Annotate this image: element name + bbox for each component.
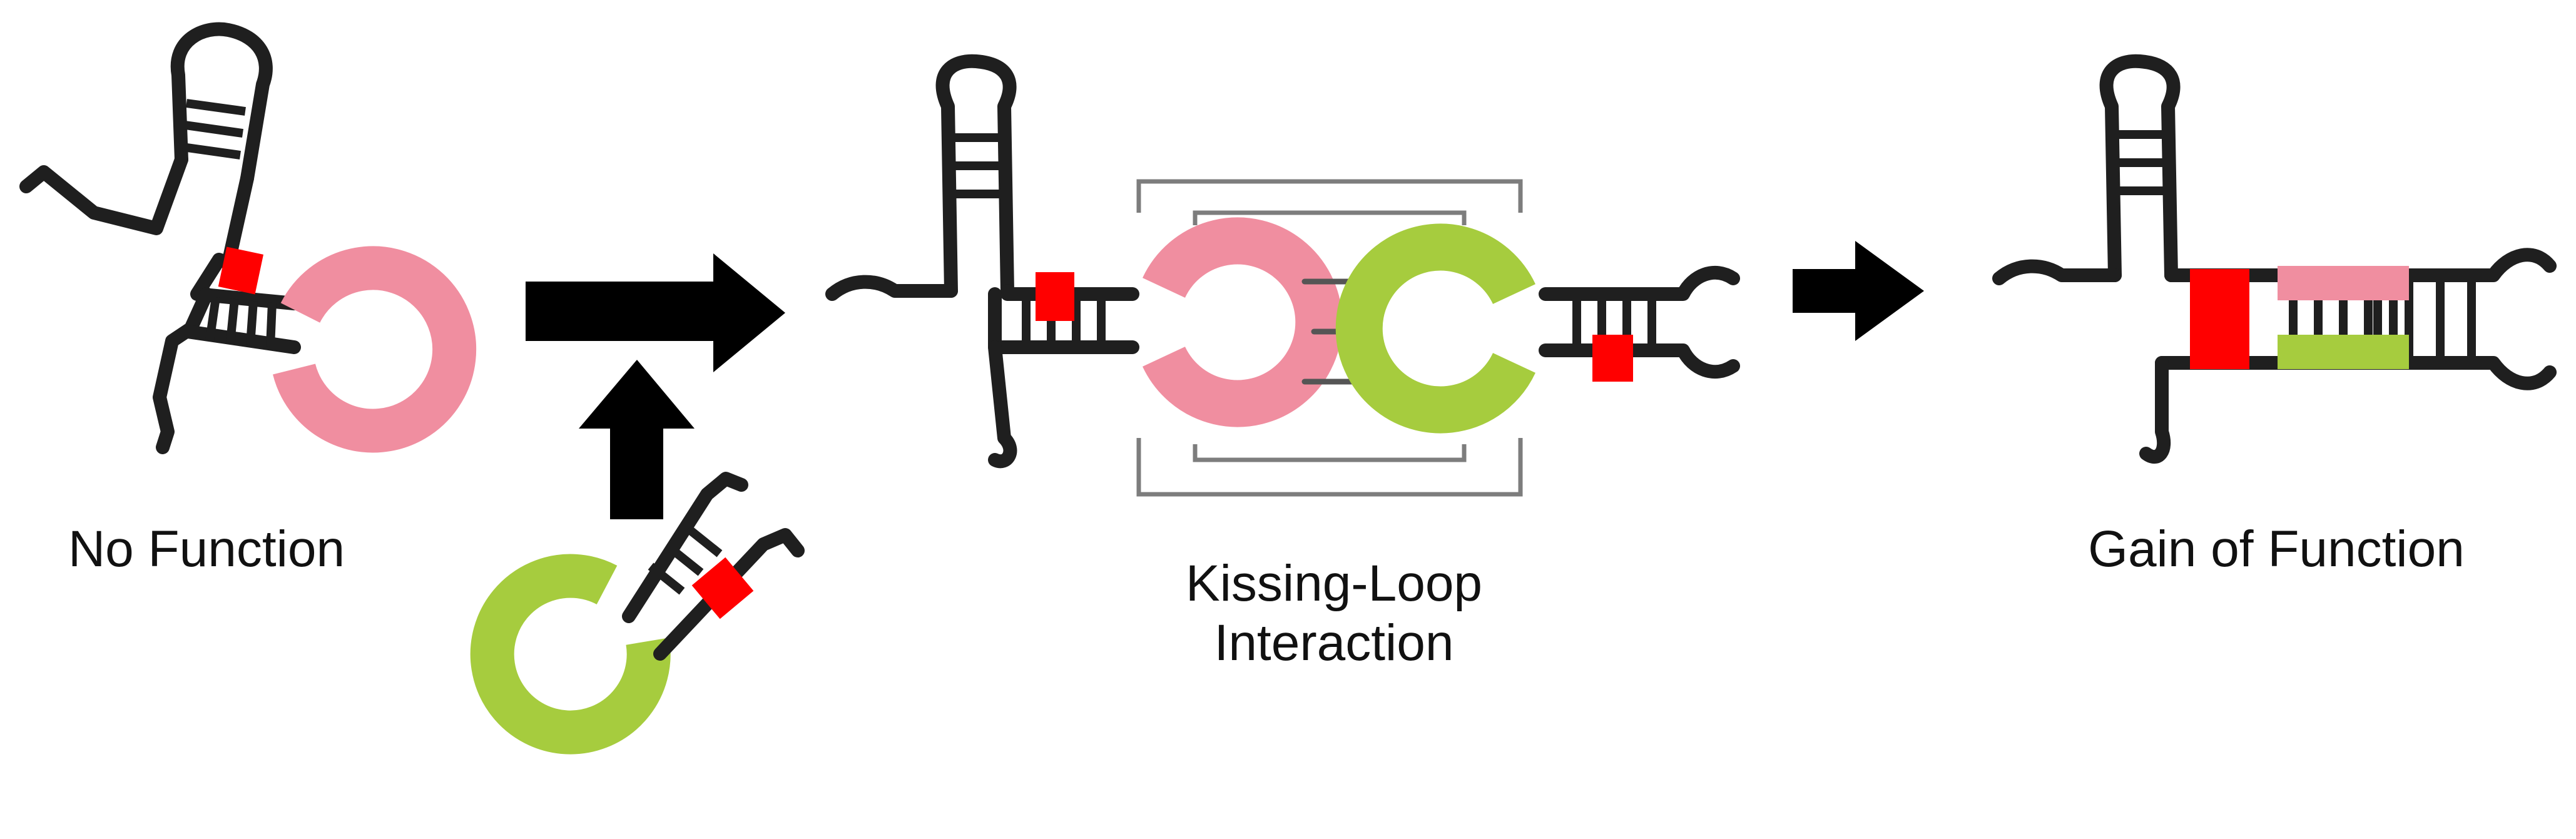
pink-bar	[2278, 266, 2409, 300]
hairpin-strand-left-2	[825, 275, 958, 301]
green-loop-incoming	[470, 554, 671, 755]
pink-loop-1	[273, 246, 477, 453]
panel-kissing-loop: Kissing-Loop Interaction	[825, 54, 1740, 671]
base-pair-rung	[185, 121, 243, 138]
base-pair-rung	[226, 298, 239, 343]
pink-loop-2	[1143, 217, 1343, 427]
red-marker	[1592, 335, 1633, 382]
bottom-tail-2	[988, 340, 1017, 469]
bottom-tail-3	[2139, 356, 2171, 464]
green-hairpin-incoming	[470, 472, 805, 755]
red-marker	[2190, 269, 2249, 369]
right-stem-upper-2	[1539, 266, 1740, 301]
bracket-inner-top	[1193, 210, 1467, 225]
panel-gain-of-function: Gain of Function	[1992, 54, 2557, 577]
base-pair-rung	[666, 544, 704, 576]
red-marker	[1036, 272, 1074, 321]
base-pair-rung	[685, 525, 723, 557]
hairpin-loop-1	[170, 22, 273, 185]
bracket-outer-top	[1136, 179, 1523, 213]
base-pair-rung	[205, 297, 220, 342]
arrow-up-1	[579, 360, 695, 519]
label-gain-of-function: Gain of Function	[2088, 521, 2465, 577]
hairpin-stem-right-2	[1539, 266, 1740, 382]
arrow-right-1	[526, 253, 785, 372]
label-no-function: No Function	[68, 521, 345, 577]
long-stem-lower-3	[2155, 356, 2557, 390]
panel-no-function: No Function	[19, 22, 477, 577]
bracket-outer-bottom	[1136, 438, 1523, 497]
right-stem-lower-2	[1539, 343, 1740, 379]
label-kissing-loop-line2: Interaction	[1214, 614, 1454, 671]
lower-stem-bottom-strand-1	[181, 325, 301, 354]
base-pair-rung	[182, 143, 241, 160]
hairpin-loop-2	[935, 54, 1017, 298]
base-pair-rung	[266, 302, 277, 347]
hairpin-loop-3	[2099, 54, 2181, 282]
base-pair-rung	[246, 300, 258, 345]
base-pair-rung	[186, 99, 246, 116]
hairpin-stem-loop-1	[19, 22, 273, 270]
hairpin-stem-loop-2	[825, 54, 1139, 469]
hairpin-strand-right-2	[1000, 284, 1139, 301]
green-loop-2	[1335, 223, 1535, 434]
bracket-inner-bottom	[1193, 444, 1467, 462]
label-kissing-loop-line1: Kissing-Loop	[1186, 555, 1482, 612]
lower-stem-lower-strand-1	[153, 287, 213, 454]
red-marker	[691, 557, 754, 619]
arrow-right-2	[1793, 241, 1924, 341]
base-pair-rung	[648, 562, 685, 595]
hairpin-strand-left-1	[19, 153, 188, 235]
hairpin-strand-left-3	[1992, 259, 2122, 285]
green-bar	[2278, 335, 2409, 369]
long-stem-upper-3	[2164, 248, 2557, 282]
red-marker	[218, 247, 263, 295]
lower-stem-1	[153, 247, 301, 454]
incoming-strand-a	[622, 472, 748, 623]
